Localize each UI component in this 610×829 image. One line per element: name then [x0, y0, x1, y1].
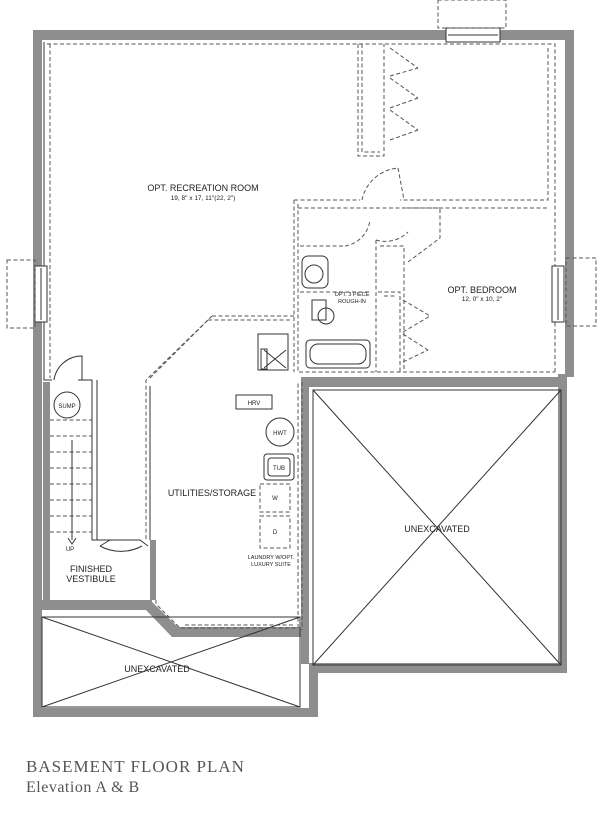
bathroom-fixtures: [301, 255, 371, 369]
vestibule-label-line2: VESTIBULE: [66, 574, 116, 584]
unexcavated-bottom-label: UNEXCAVATED: [124, 664, 190, 674]
bath-label-line1: OPT. 3 PIECE: [335, 292, 370, 298]
utilities-label: UTILITIES/STORAGE: [168, 488, 256, 498]
bedroom-dims: 12, 0" x 10, 2": [462, 296, 503, 303]
fixture-labels: SUMP HRV HWT TUB W D LAUNDRY W/OPT. LUXU…: [58, 401, 294, 568]
unexcavated-right-label: UNEXCAVATED: [404, 524, 470, 534]
washer-label: W: [272, 496, 278, 502]
door-swings: [53, 47, 431, 552]
bedroom-label: OPT. BEDROOM: [447, 285, 516, 295]
unexcavated-areas: [41, 389, 562, 708]
dryer-label: D: [273, 530, 278, 536]
utility-equipment: [53, 333, 295, 549]
recreation-room-label: OPT. RECREATION ROOM: [147, 183, 258, 193]
hwt-label: HWT: [273, 431, 287, 437]
stairs: [50, 419, 92, 545]
recreation-room-dims: 19, 8" x 17, 11"(22, 2"): [171, 195, 236, 202]
laundry-label-line1: LAUNDRY W/OPT.: [248, 555, 295, 561]
tub-label: TUB: [273, 466, 285, 472]
interior-outline: [43, 42, 151, 547]
foundation-walls: [33, 30, 574, 717]
vestibule-label-line1: FINISHED: [70, 564, 113, 574]
dashed-room-lines: [47, 43, 556, 630]
sump-label: SUMP: [58, 404, 75, 410]
laundry-label-line2: LUXURY SUITE: [251, 562, 291, 568]
plan-title: BASEMENT FLOOR PLAN: [26, 757, 245, 776]
windows: [6, 0, 597, 329]
plan-subtitle: Elevation A & B: [26, 779, 140, 796]
stair-up-label: UP: [66, 547, 74, 553]
room-labels: OPT. RECREATION ROOM 19, 8" x 17, 11"(22…: [66, 183, 516, 674]
bath-label-line2: ROUGH-IN: [338, 299, 366, 305]
hrv-label: HRV: [248, 401, 261, 407]
